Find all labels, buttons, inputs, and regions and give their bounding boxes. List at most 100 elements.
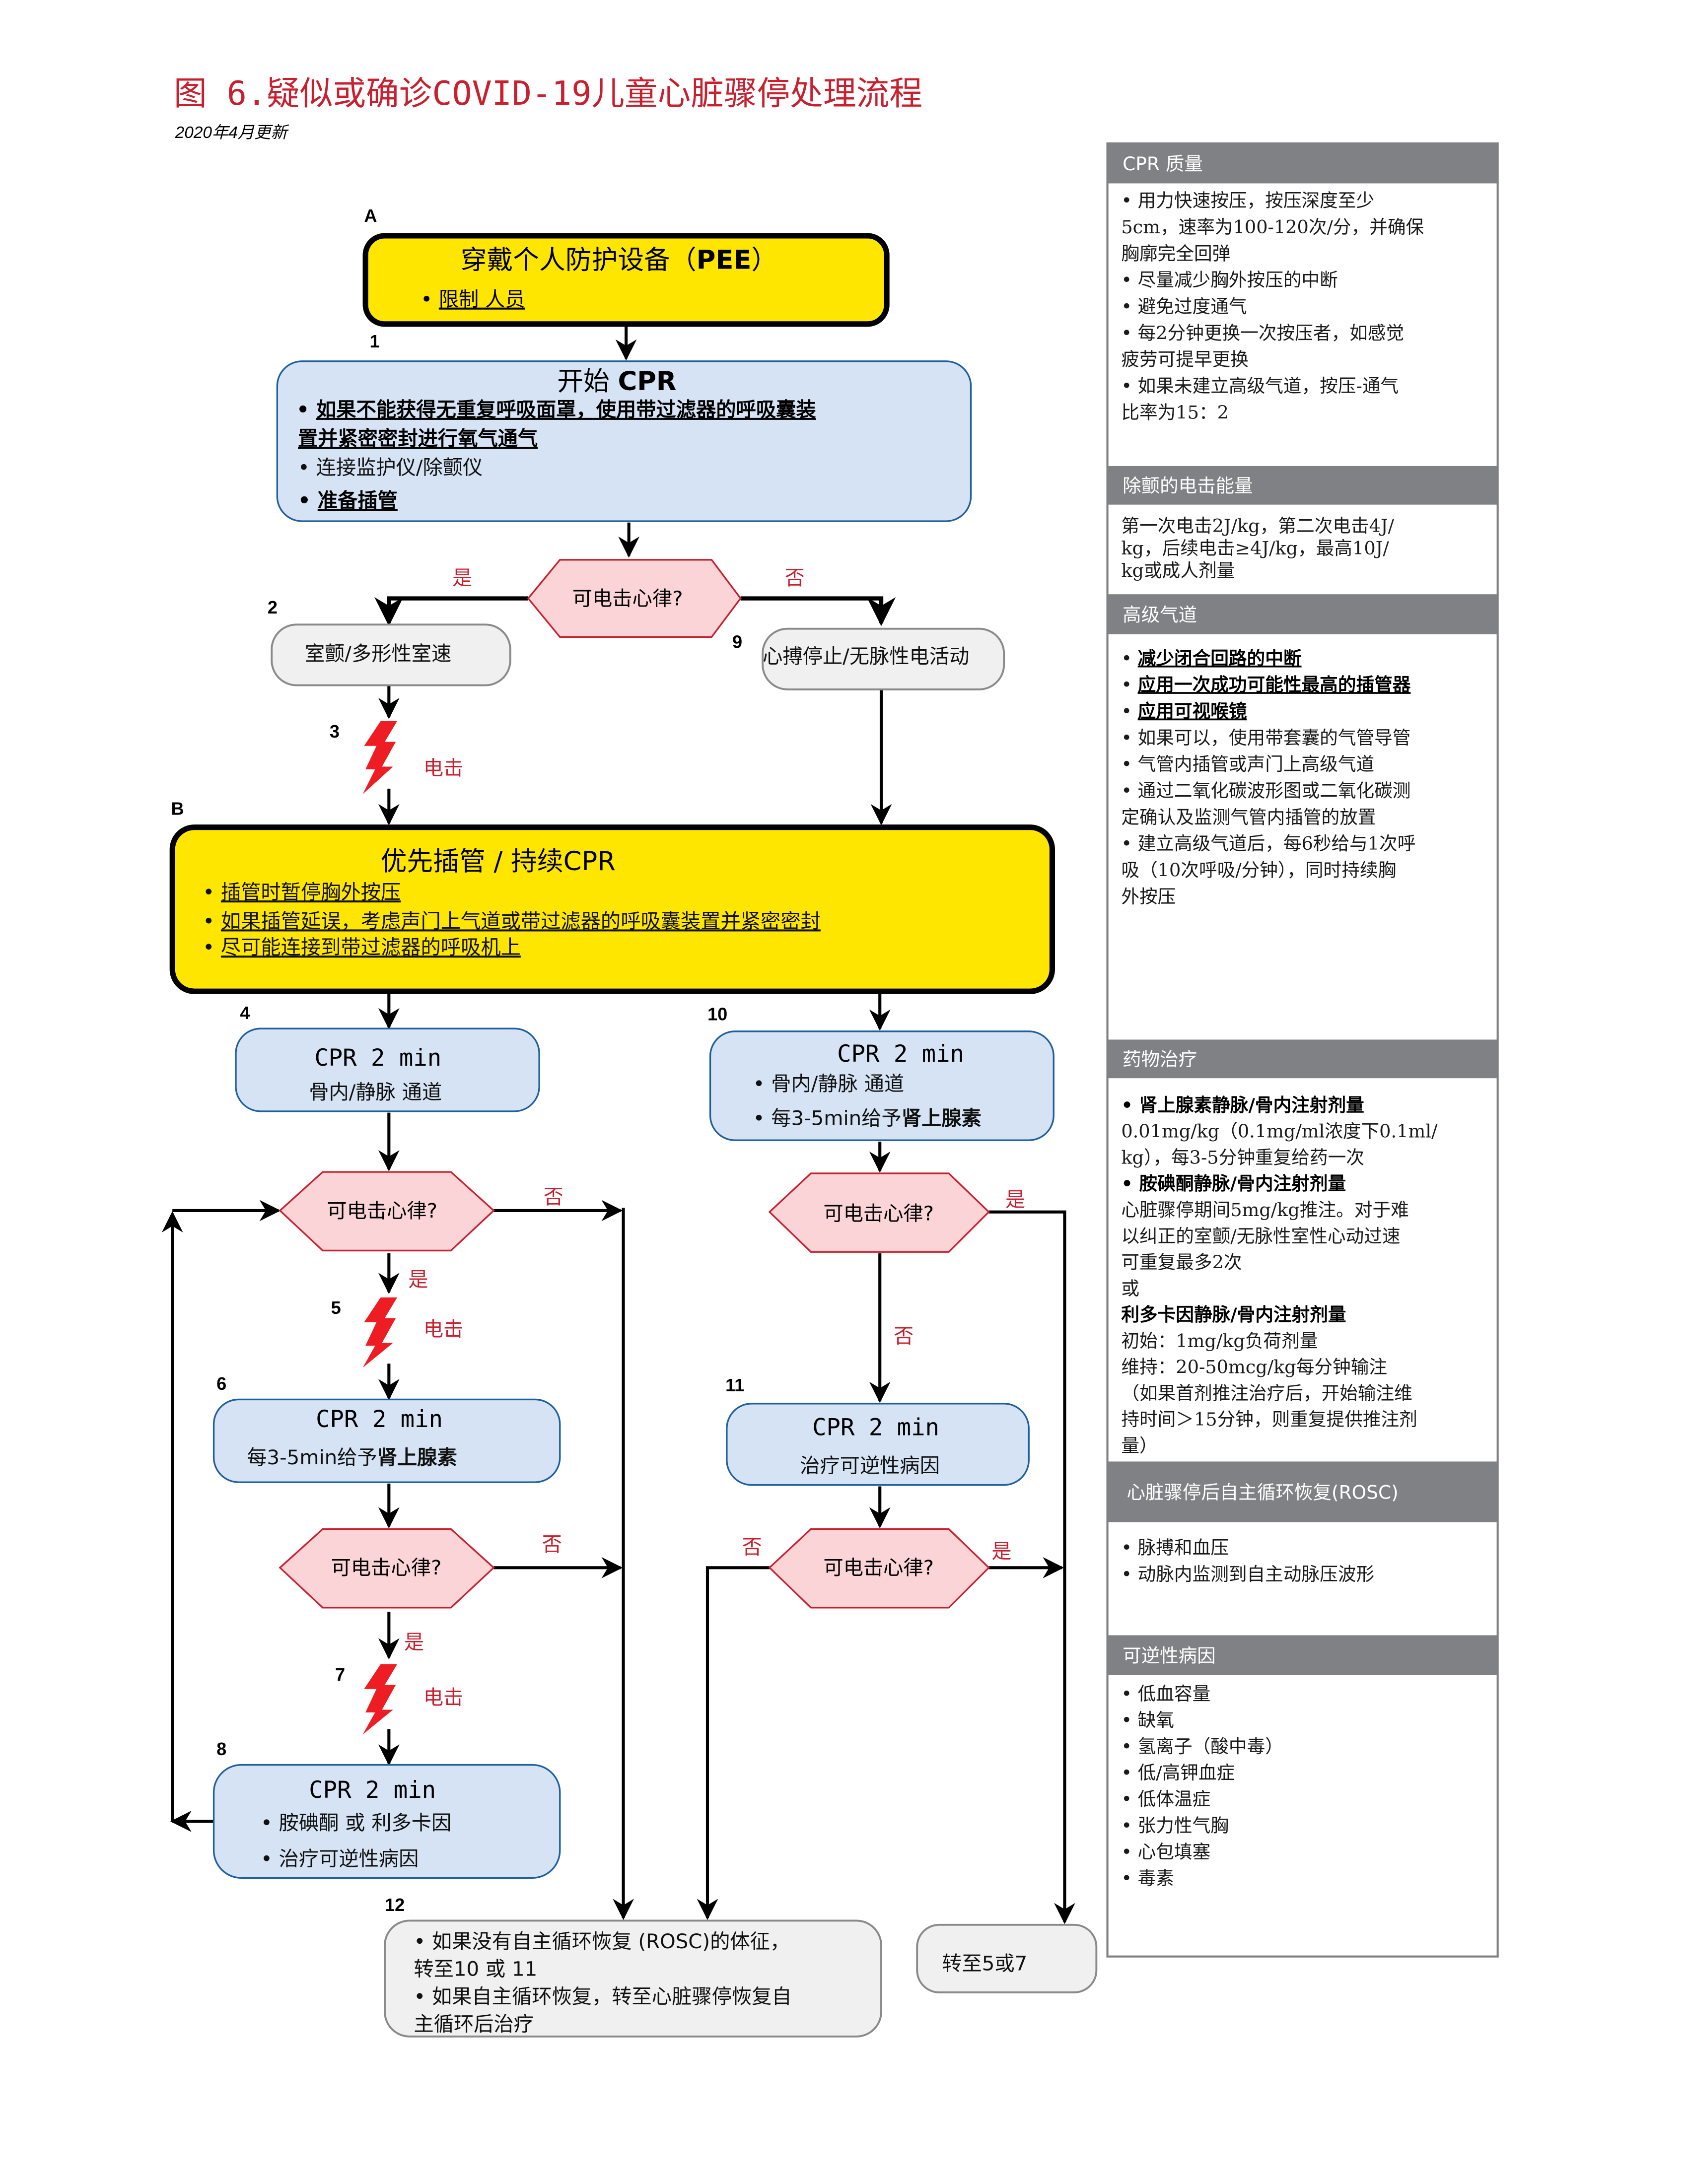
no-label-r2: 否 (742, 1536, 762, 1559)
sidebar-line: • 毒素 (1121, 1867, 1174, 1889)
sidebar-section-title: 除颤的电击能量 (1123, 475, 1253, 497)
sidebar-line: 疲劳可提早更换 (1121, 349, 1249, 370)
sidebar-line: • 减少闭合回路的中断 (1121, 648, 1302, 669)
yes-label-2: 是 (408, 1269, 428, 1292)
decision-1-shockable[interactable]: 可电击心律? (527, 559, 742, 638)
sidebar-line: • 低血容量 (1121, 1683, 1210, 1705)
sidebar-line: • 低/高钾血症 (1121, 1762, 1235, 1783)
box-6-text: 每3-5min给予肾上腺素 (247, 1446, 457, 1469)
sidebar-line: 0.01mg/kg（0.1mg/ml浓度下0.1ml/ (1121, 1121, 1438, 1142)
decision-3-shockable[interactable]: 可电击心律? (279, 1528, 495, 1609)
marker-2: 2 (268, 597, 278, 617)
box-a-ppe[interactable]: 穿戴个人防护设备（PEE） • 限制 人员 (362, 233, 890, 327)
decision-r2-label: 可电击心律? (823, 1557, 934, 1579)
sidebar-line: • 建立高级气道后，每6秒给与1次呼 (1121, 833, 1415, 854)
sidebar-line: 可重复最多2次 (1121, 1252, 1242, 1273)
decision-2-label: 可电击心律? (327, 1200, 437, 1223)
marker-6: 6 (216, 1373, 226, 1394)
box-a-item: • 限制 人员 (421, 288, 525, 311)
sidebar-line: 胸廓完全回弹 (1121, 243, 1230, 264)
marker-1: 1 (369, 331, 379, 351)
sidebar-section-title: CPR 质量 (1123, 153, 1203, 175)
sidebar-line: 比率为15：2 (1121, 402, 1229, 423)
sidebar-section-header-bg (1107, 143, 1498, 184)
sidebar-line: 吸（10次呼吸/分钟），同时持续胸 (1121, 860, 1396, 881)
yes-label-3: 是 (404, 1631, 424, 1654)
box-1-item-1-cont: 置并紧密密封进行氧气通气 (298, 427, 538, 450)
shock-label-7: 电击 (423, 1686, 464, 1709)
decision-r1-shockable[interactable]: 可电击心律? (768, 1172, 990, 1253)
sidebar-line: • 每2分钟更换一次按压者，如感觉 (1121, 322, 1404, 343)
decision-2-shape (279, 1171, 495, 1252)
sidebar-line: 初始：1mg/kg负荷剂量 (1121, 1330, 1318, 1352)
marker-7: 7 (335, 1664, 345, 1685)
box-12-line-1: • 如果没有自主循环恢复 (ROSC)的体征， (414, 1930, 790, 1953)
sidebar-section-header-bg (1107, 1039, 1498, 1079)
marker-5: 5 (331, 1297, 341, 1318)
sidebar-line: 维持：20-50mcg/kg每分钟输注 (1121, 1357, 1387, 1378)
box-10-cpr[interactable]: CPR 2 min • 骨内/静脉 通道 • 每3-5min给予肾上腺素 (709, 1030, 1055, 1141)
decision-r2-shape (768, 1528, 990, 1609)
sidebar-section-title: 心脏骤停后自主循环恢复(ROSC) (1126, 1481, 1398, 1503)
decision-3-label: 可电击心律? (331, 1557, 442, 1579)
sidebar-line: • 动脉内监测到自主动脉压波形 (1121, 1564, 1374, 1585)
sidebar-line: 量） (1121, 1435, 1157, 1456)
sidebar-line: • 低体温症 (1121, 1788, 1210, 1810)
sidebar-section-title: 高级气道 (1123, 604, 1197, 625)
sidebar-line: 或 (1121, 1278, 1139, 1299)
box-a-title: 穿戴个人防护设备（PEE） (461, 245, 777, 275)
box-11-title: CPR 2 min (812, 1414, 939, 1441)
sidebar-line: 心脏骤停期间5mg/kg推注。对于难 (1121, 1199, 1408, 1221)
box-goto-label: 转至5或7 (942, 1952, 1027, 1975)
box-1-title: 开始 CPR (557, 366, 676, 397)
box-8-title: CPR 2 min (309, 1776, 436, 1804)
shock-label-5: 电击 (423, 1318, 464, 1341)
box-b-shape (169, 824, 1055, 994)
box-10-item-2: • 每3-5min给予肾上腺素 (753, 1107, 982, 1130)
yes-label-r2: 是 (991, 1540, 1011, 1563)
sidebar-line: • 应用可视喉镜 (1121, 701, 1247, 722)
box-2-vf-pvt[interactable]: 室颤/多形性室速 (271, 623, 511, 686)
box-12-shape (384, 1919, 882, 2038)
box-4-cpr[interactable]: CPR 2 min 骨内/静脉 通道 (235, 1027, 540, 1112)
sidebar-line: • 用力快速按压，按压深度至少 (1121, 190, 1374, 211)
box-b-intubation[interactable]: 优先插管 / 持续CPR • 插管时暂停胸外按压 • 如果插管延误，考虑声门上气… (169, 824, 1055, 994)
sidebar-line: kg，后续电击≥4J/kg，最高10J/ (1121, 538, 1389, 559)
sidebar-line: • 尽量减少胸外按压的中断 (1121, 270, 1338, 291)
box-8-cpr[interactable]: CPR 2 min • 胺碘酮 或 利多卡因 • 治疗可逆性病因 (212, 1764, 561, 1879)
decision-r2-shockable[interactable]: 可电击心律? (768, 1528, 990, 1609)
box-1-start-cpr[interactable]: 开始 CPR • 如果不能获得无重复呼吸面罩，使用带过滤器的呼吸囊装 置并紧密密… (276, 360, 972, 522)
yes-label-r1: 是 (1005, 1189, 1025, 1212)
sidebar-section-header-bg (1107, 1635, 1498, 1675)
box-goto-5-or-7[interactable]: 转至5或7 (916, 1923, 1098, 1993)
sidebar-line: 持时间＞15分钟，则重复提供推注剂 (1121, 1409, 1417, 1430)
decision-2-shockable[interactable]: 可电击心律? (279, 1171, 495, 1252)
shock-7: 电击 (362, 1664, 464, 1735)
box-b-item-3: • 尽可能连接到带过滤器的呼吸机上 (203, 936, 521, 959)
box-8-item-1: • 胺碘酮 或 利多卡因 (261, 1812, 451, 1835)
box-6-shape (212, 1398, 561, 1483)
lightning-bolt-icon (362, 1664, 397, 1735)
sidebar-line: • 如果未建立高级气道，按压-通气 (1121, 375, 1399, 397)
shock-label-3: 电击 (423, 757, 464, 780)
box-b-item-2: • 如果插管延误，考虑声门上气道或带过滤器的呼吸囊装置并紧密密封 (203, 910, 821, 933)
updated-date: 2020年4月更新 (175, 124, 290, 142)
arrow-decision-yes-to-goto (988, 1210, 1075, 1924)
box-4-text: 骨内/静脉 通道 (309, 1081, 442, 1104)
decision-r1-shape (768, 1172, 990, 1253)
box-9-asystole-pea[interactable]: 心搏停止/无脉性电活动 (762, 627, 1005, 690)
box-10-shape (709, 1030, 1055, 1141)
lightning-bolt-icon (362, 721, 397, 794)
box-goto-shape (916, 1923, 1098, 1993)
decision-1-label: 可电击心律? (572, 587, 683, 610)
box-b-item-1: • 插管时暂停胸外按压 (203, 881, 401, 904)
box-12-rosc[interactable]: • 如果没有自主循环恢复 (ROSC)的体征， 转至10 或 11 • 如果自主… (384, 1919, 882, 2038)
arrow-decision-r2-no-to-12 (697, 1566, 770, 1920)
box-6-cpr[interactable]: CPR 2 min 每3-5min给予肾上腺素 (212, 1398, 561, 1483)
box-11-cpr[interactable]: CPR 2 min 治疗可逆性病因 (726, 1403, 1030, 1486)
no-label-2: 否 (543, 1186, 563, 1209)
sidebar-line: kg或成人剂量 (1121, 560, 1235, 581)
box-10-title: CPR 2 min (837, 1040, 964, 1068)
marker-b: B (171, 799, 184, 819)
sidebar-line: kg），每3-5分钟重复给药一次 (1121, 1147, 1364, 1168)
